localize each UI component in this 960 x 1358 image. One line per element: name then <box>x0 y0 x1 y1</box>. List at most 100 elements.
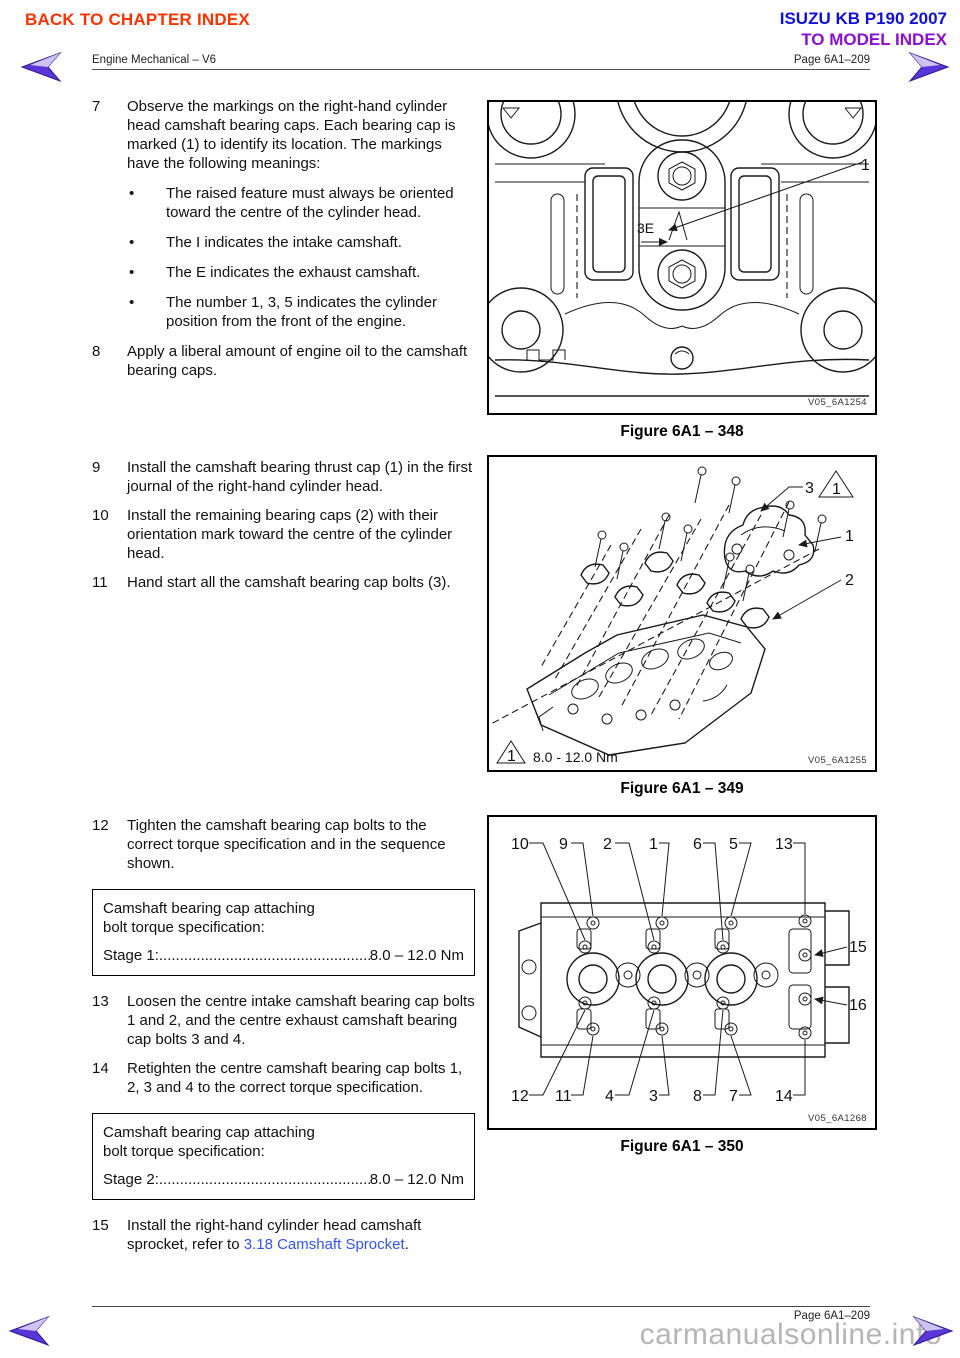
bullet-item: • The raised feature must always be orie… <box>129 184 475 222</box>
item-text: Observe the markings on the right-hand c… <box>127 98 456 172</box>
item-number: 7 <box>92 98 101 115</box>
page-subheader: Engine Mechanical – V6 Page 6A1–209 <box>92 54 870 70</box>
bullet-text: The number 1, 3, 5 indicates the cylinde… <box>166 294 437 330</box>
instruction-item-11: 11 Hand start all the camshaft bearing c… <box>92 573 475 592</box>
figure-callout-3: 3 <box>805 480 814 497</box>
torque-spec-box-stage1: Camshaft bearing cap attaching bolt torq… <box>92 889 475 976</box>
warning-triangle-number: 1 <box>832 481 841 498</box>
item-number: 11 <box>92 574 108 591</box>
sequence-label: 16 <box>849 997 867 1014</box>
item-number: 10 <box>92 507 109 524</box>
instruction-item-12: 12 Tighten the camshaft bearing cap bolt… <box>92 816 475 873</box>
figure-6a1-349: 3 1 1 2 1 8.0 - 12.0 Nm V05_6A1255 Figur… <box>487 455 877 798</box>
sequence-label: 12 <box>511 1088 529 1105</box>
figure-caption: Figure 6A1 – 350 <box>620 1138 744 1155</box>
bullet-dot: • <box>129 234 135 251</box>
bullet-text: The raised feature must always be orient… <box>166 185 454 221</box>
bullet-dot: • <box>129 264 135 281</box>
sequence-label: 7 <box>729 1088 738 1105</box>
torque-box-line2: bolt torque specification: <box>103 919 265 936</box>
figure-frame: 3E 1 V05_6A1254 <box>487 100 877 415</box>
figure-image-code: V05_6A1255 <box>808 755 867 766</box>
footer-divider <box>92 1306 870 1307</box>
manual-title: ISUZU KB P190 2007 <box>779 9 947 28</box>
torque-stage-label: Stage 1: <box>103 947 159 964</box>
sequence-label: 10 <box>511 836 529 853</box>
page-number-top: Page 6A1–209 <box>793 54 870 66</box>
section-title: Engine Mechanical – V6 <box>92 54 217 66</box>
back-to-chapter-index-link[interactable]: BACK TO CHAPTER INDEX <box>25 10 250 29</box>
figure-caption: Figure 6A1 – 349 <box>620 780 744 797</box>
item-text: Install the camshaft bearing thrust cap … <box>127 459 473 495</box>
nav-prev-arrow-icon[interactable] <box>8 1314 50 1348</box>
sequence-label: 1 <box>649 836 658 853</box>
figure-torque-note: 8.0 - 12.0 Nm <box>533 749 618 765</box>
bullet-item: • The E indicates the exhaust camshaft. <box>129 263 475 282</box>
item-number: 9 <box>92 459 101 476</box>
item-text: Loosen the centre intake camshaft bearin… <box>127 993 475 1048</box>
torque-box-line2: bolt torque specification: <box>103 1143 265 1160</box>
nav-next-arrow-icon[interactable] <box>912 1314 954 1348</box>
torque-dot-leader: ........................................… <box>158 1171 370 1188</box>
instruction-group-a: 7 Observe the markings on the right-hand… <box>92 97 475 390</box>
to-model-index-link[interactable]: TO MODEL INDEX <box>801 30 947 49</box>
item-text: Apply a liberal amount of engine oil to … <box>127 343 468 379</box>
sequence-label: 14 <box>775 1088 793 1105</box>
bullet-text: The E indicates the exhaust camshaft. <box>166 264 421 281</box>
torque-value: 8.0 – 12.0 Nm <box>369 947 464 964</box>
nav-next-arrow-icon[interactable] <box>908 50 950 84</box>
instruction-item-13: 13 Loosen the centre intake camshaft bea… <box>92 992 475 1049</box>
figure-6a1-350: 10 9 2 1 6 5 13 15 16 12 11 4 <box>487 815 877 1156</box>
item-number: 8 <box>92 343 101 360</box>
torque-spec-box-stage2: Camshaft bearing cap attaching bolt torq… <box>92 1113 475 1200</box>
sequence-label: 5 <box>729 836 738 853</box>
item-text: Retighten the centre camshaft bearing ca… <box>127 1060 463 1096</box>
instruction-group-b: 9 Install the camshaft bearing thrust ca… <box>92 458 475 602</box>
instruction-item-10: 10 Install the remaining bearing caps (2… <box>92 506 475 563</box>
torque-box-line1: Camshaft bearing cap attaching <box>103 900 315 917</box>
bullet-dot: • <box>129 294 135 311</box>
figure-image-code: V05_6A1268 <box>808 1113 867 1124</box>
instruction-item-7: 7 Observe the markings on the right-hand… <box>92 97 475 173</box>
item-text: Install the remaining bearing caps (2) w… <box>127 507 453 562</box>
torque-stage-label: Stage 2: <box>103 1171 159 1188</box>
watermark-text: carmanualsonline.info <box>639 1318 942 1351</box>
bullet-text: The I indicates the intake camshaft. <box>166 234 402 251</box>
item-number: 14 <box>92 1060 109 1077</box>
instruction-group-c: 12 Tighten the camshaft bearing cap bolt… <box>92 816 475 1264</box>
item-text: Hand start all the camshaft bearing cap … <box>127 574 451 591</box>
figure-frame: 10 9 2 1 6 5 13 15 16 12 11 4 <box>487 815 877 1130</box>
item-number: 12 <box>92 817 109 834</box>
nav-prev-arrow-icon[interactable] <box>20 50 62 84</box>
instruction-item-14: 14 Retighten the centre camshaft bearing… <box>92 1059 475 1097</box>
torque-box-line1: Camshaft bearing cap attaching <box>103 1124 315 1141</box>
instruction-item-15: 15 Install the right-hand cylinder head … <box>92 1216 475 1254</box>
sequence-label: 13 <box>775 836 793 853</box>
sequence-label: 4 <box>605 1088 614 1105</box>
torque-value: 8.0 – 12.0 Nm <box>369 1171 464 1188</box>
figure-frame: 3 1 1 2 1 8.0 - 12.0 Nm V05_6A1255 <box>487 455 877 772</box>
sequence-label: 6 <box>693 836 702 853</box>
figure-caption: Figure 6A1 – 348 <box>620 423 744 440</box>
item-text: Install the right-hand cylinder head cam… <box>127 1217 422 1253</box>
bullet-item: • The number 1, 3, 5 indicates the cylin… <box>129 293 475 331</box>
sequence-label: 11 <box>555 1088 572 1105</box>
bullet-item: • The I indicates the intake camshaft. <box>129 233 475 252</box>
camshaft-sprocket-ref-link[interactable]: 3.18 Camshaft Sprocket <box>243 1236 405 1253</box>
figure-callout-1: 1 <box>845 528 854 545</box>
instruction-item-9: 9 Install the camshaft bearing thrust ca… <box>92 458 475 496</box>
sequence-label: 9 <box>559 836 568 853</box>
sequence-label: 15 <box>849 939 867 956</box>
figure-callout-1: 1 <box>861 157 870 174</box>
warning-triangle-number: 1 <box>507 748 516 765</box>
cap-marking-label: 3E <box>637 220 654 236</box>
instruction-item-8: 8 Apply a liberal amount of engine oil t… <box>92 342 475 380</box>
figure-image-code: V05_6A1254 <box>808 397 867 408</box>
figure-6a1-348: 3E 1 V05_6A1254 Figure 6A1 – 348 <box>487 100 877 441</box>
figure-callout-2: 2 <box>845 572 854 589</box>
page-number-bottom: Page 6A1–209 <box>793 1310 870 1322</box>
torque-dot-leader: ........................................… <box>158 947 370 964</box>
sequence-label: 3 <box>649 1088 658 1105</box>
item-text: Tighten the camshaft bearing cap bolts t… <box>127 817 446 872</box>
item-number: 15 <box>92 1217 109 1234</box>
